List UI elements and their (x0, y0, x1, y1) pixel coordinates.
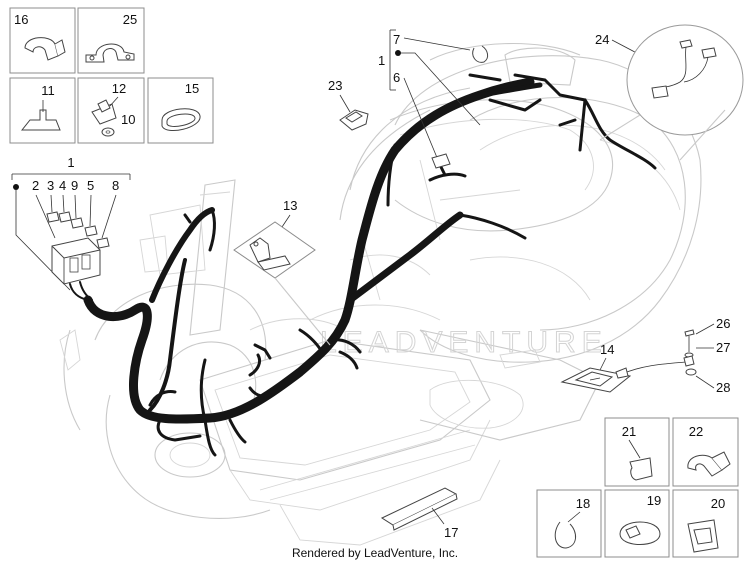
callout-16: 16 (14, 12, 28, 27)
part-23: 23 (328, 78, 369, 131)
box-21: 21 (604, 417, 670, 487)
box-12-10: 12 10 (77, 77, 145, 144)
callout-9: 9 (71, 178, 78, 193)
box-18: 18 (536, 489, 602, 558)
callout-22: 22 (689, 424, 703, 439)
callout-4: 4 (59, 178, 66, 193)
callout-8: 8 (112, 178, 119, 193)
callout-7: 7 (393, 32, 400, 47)
callout-10: 10 (121, 112, 135, 127)
callout-27: 27 (716, 340, 730, 355)
callout-6: 6 (393, 70, 400, 85)
callout-25: 25 (123, 12, 137, 27)
box-20: 20 (672, 489, 739, 558)
callout-28: 28 (716, 380, 730, 395)
watermark-text: LEADVENTURE (320, 326, 608, 359)
callout-23: 23 (328, 78, 342, 93)
part-14: 14 (560, 342, 632, 393)
callout-14: 14 (600, 342, 614, 357)
footer-credit: Rendered by LeadVenture, Inc. (291, 546, 459, 560)
callout-group-7-6: 7 1 6 (378, 29, 489, 169)
callout-2: 2 (32, 178, 39, 193)
callout-17: 17 (444, 525, 458, 540)
callout-18: 18 (576, 496, 590, 511)
control-unit-group: 1 2 3 4 9 5 8 (11, 155, 131, 301)
callout-13: 13 (283, 198, 297, 213)
box-22: 22 (672, 417, 739, 487)
box-16: 16 (9, 7, 76, 74)
callout-21: 21 (622, 424, 636, 439)
box-25: 25 (77, 7, 145, 74)
callout-11: 11 (41, 83, 55, 98)
callout-19: 19 (647, 493, 661, 508)
parts-26-27-28: 26 27 28 (615, 316, 730, 395)
callout-1-left: 1 (67, 155, 74, 170)
callout-15: 15 (185, 81, 199, 96)
callout-3: 3 (47, 178, 54, 193)
part-17: 17 (380, 487, 458, 540)
callout-26: 26 (716, 316, 730, 331)
main-wiring-harness (83, 73, 657, 457)
box-11: 11 (9, 77, 76, 144)
callout-24: 24 (595, 32, 609, 47)
callout-1-top: 1 (378, 53, 385, 68)
callout-12: 12 (112, 81, 126, 96)
callout-5: 5 (87, 178, 94, 193)
part-13-inset: 13 (233, 198, 331, 346)
part-24-inset: 24 (595, 24, 744, 161)
box-15: 15 (147, 77, 214, 144)
box-19: 19 (604, 489, 670, 558)
scooter-body-outline (59, 42, 702, 546)
callout-20: 20 (711, 496, 725, 511)
